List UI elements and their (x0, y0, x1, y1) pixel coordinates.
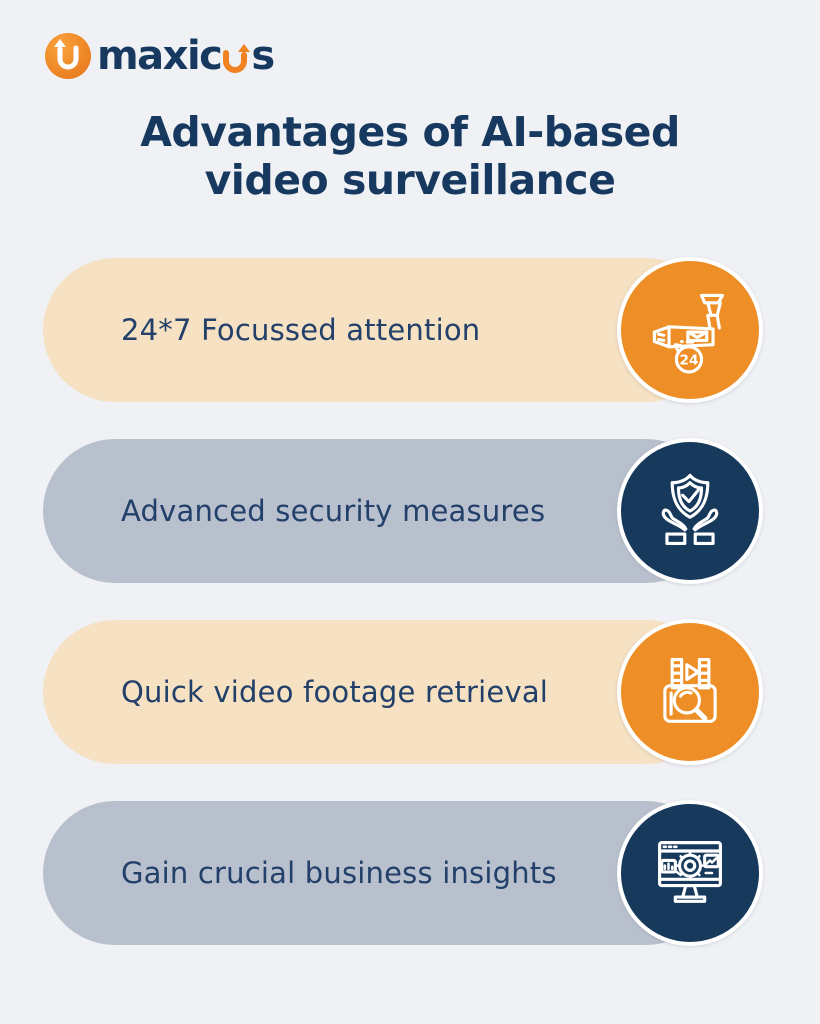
advantage-label: Quick video footage retrieval (121, 675, 549, 709)
advantage-pill: 24*7 Focussed attention (43, 258, 718, 402)
video-footage-search-icon (617, 619, 763, 765)
u-arrow-icon (223, 44, 251, 73)
cctv-camera-24-icon: 24 (617, 257, 763, 403)
icon-badge-24: 24 (679, 353, 698, 369)
advantage-label: Advanced security measures (121, 494, 546, 528)
page-title: Advantages of AI-based video surveillanc… (0, 108, 820, 205)
shield-check-hands-icon (617, 438, 763, 584)
logo-text-part1: maxic (97, 33, 223, 79)
dashboard-analytics-icon (617, 800, 763, 946)
advantage-row-4: Gain crucial business insights (43, 800, 763, 946)
advantage-pill: Gain crucial business insights (43, 801, 718, 945)
page-title-line1: Advantages of AI-based (140, 108, 680, 156)
advantage-row-2: Advanced security measures (43, 438, 763, 584)
advantage-pill: Quick video footage retrieval (43, 620, 718, 764)
page-title-line2: video surveillance (204, 156, 616, 205)
advantage-row-3: Quick video footage retrieval (43, 619, 763, 765)
u-arrow-circle-icon (45, 33, 91, 79)
advantage-label: 24*7 Focussed attention (121, 313, 481, 347)
advantage-row-1: 24*7 Focussed attention 24 (43, 257, 763, 403)
advantage-label: Gain crucial business insights (121, 856, 557, 890)
advantage-pill: Advanced security measures (43, 439, 718, 583)
logo-text-part2: s (251, 33, 275, 79)
advantages-list: 24*7 Focussed attention 24 (43, 257, 763, 982)
maxicus-logo: maxic s (44, 32, 275, 80)
logo-wordmark: maxic s (97, 32, 275, 80)
